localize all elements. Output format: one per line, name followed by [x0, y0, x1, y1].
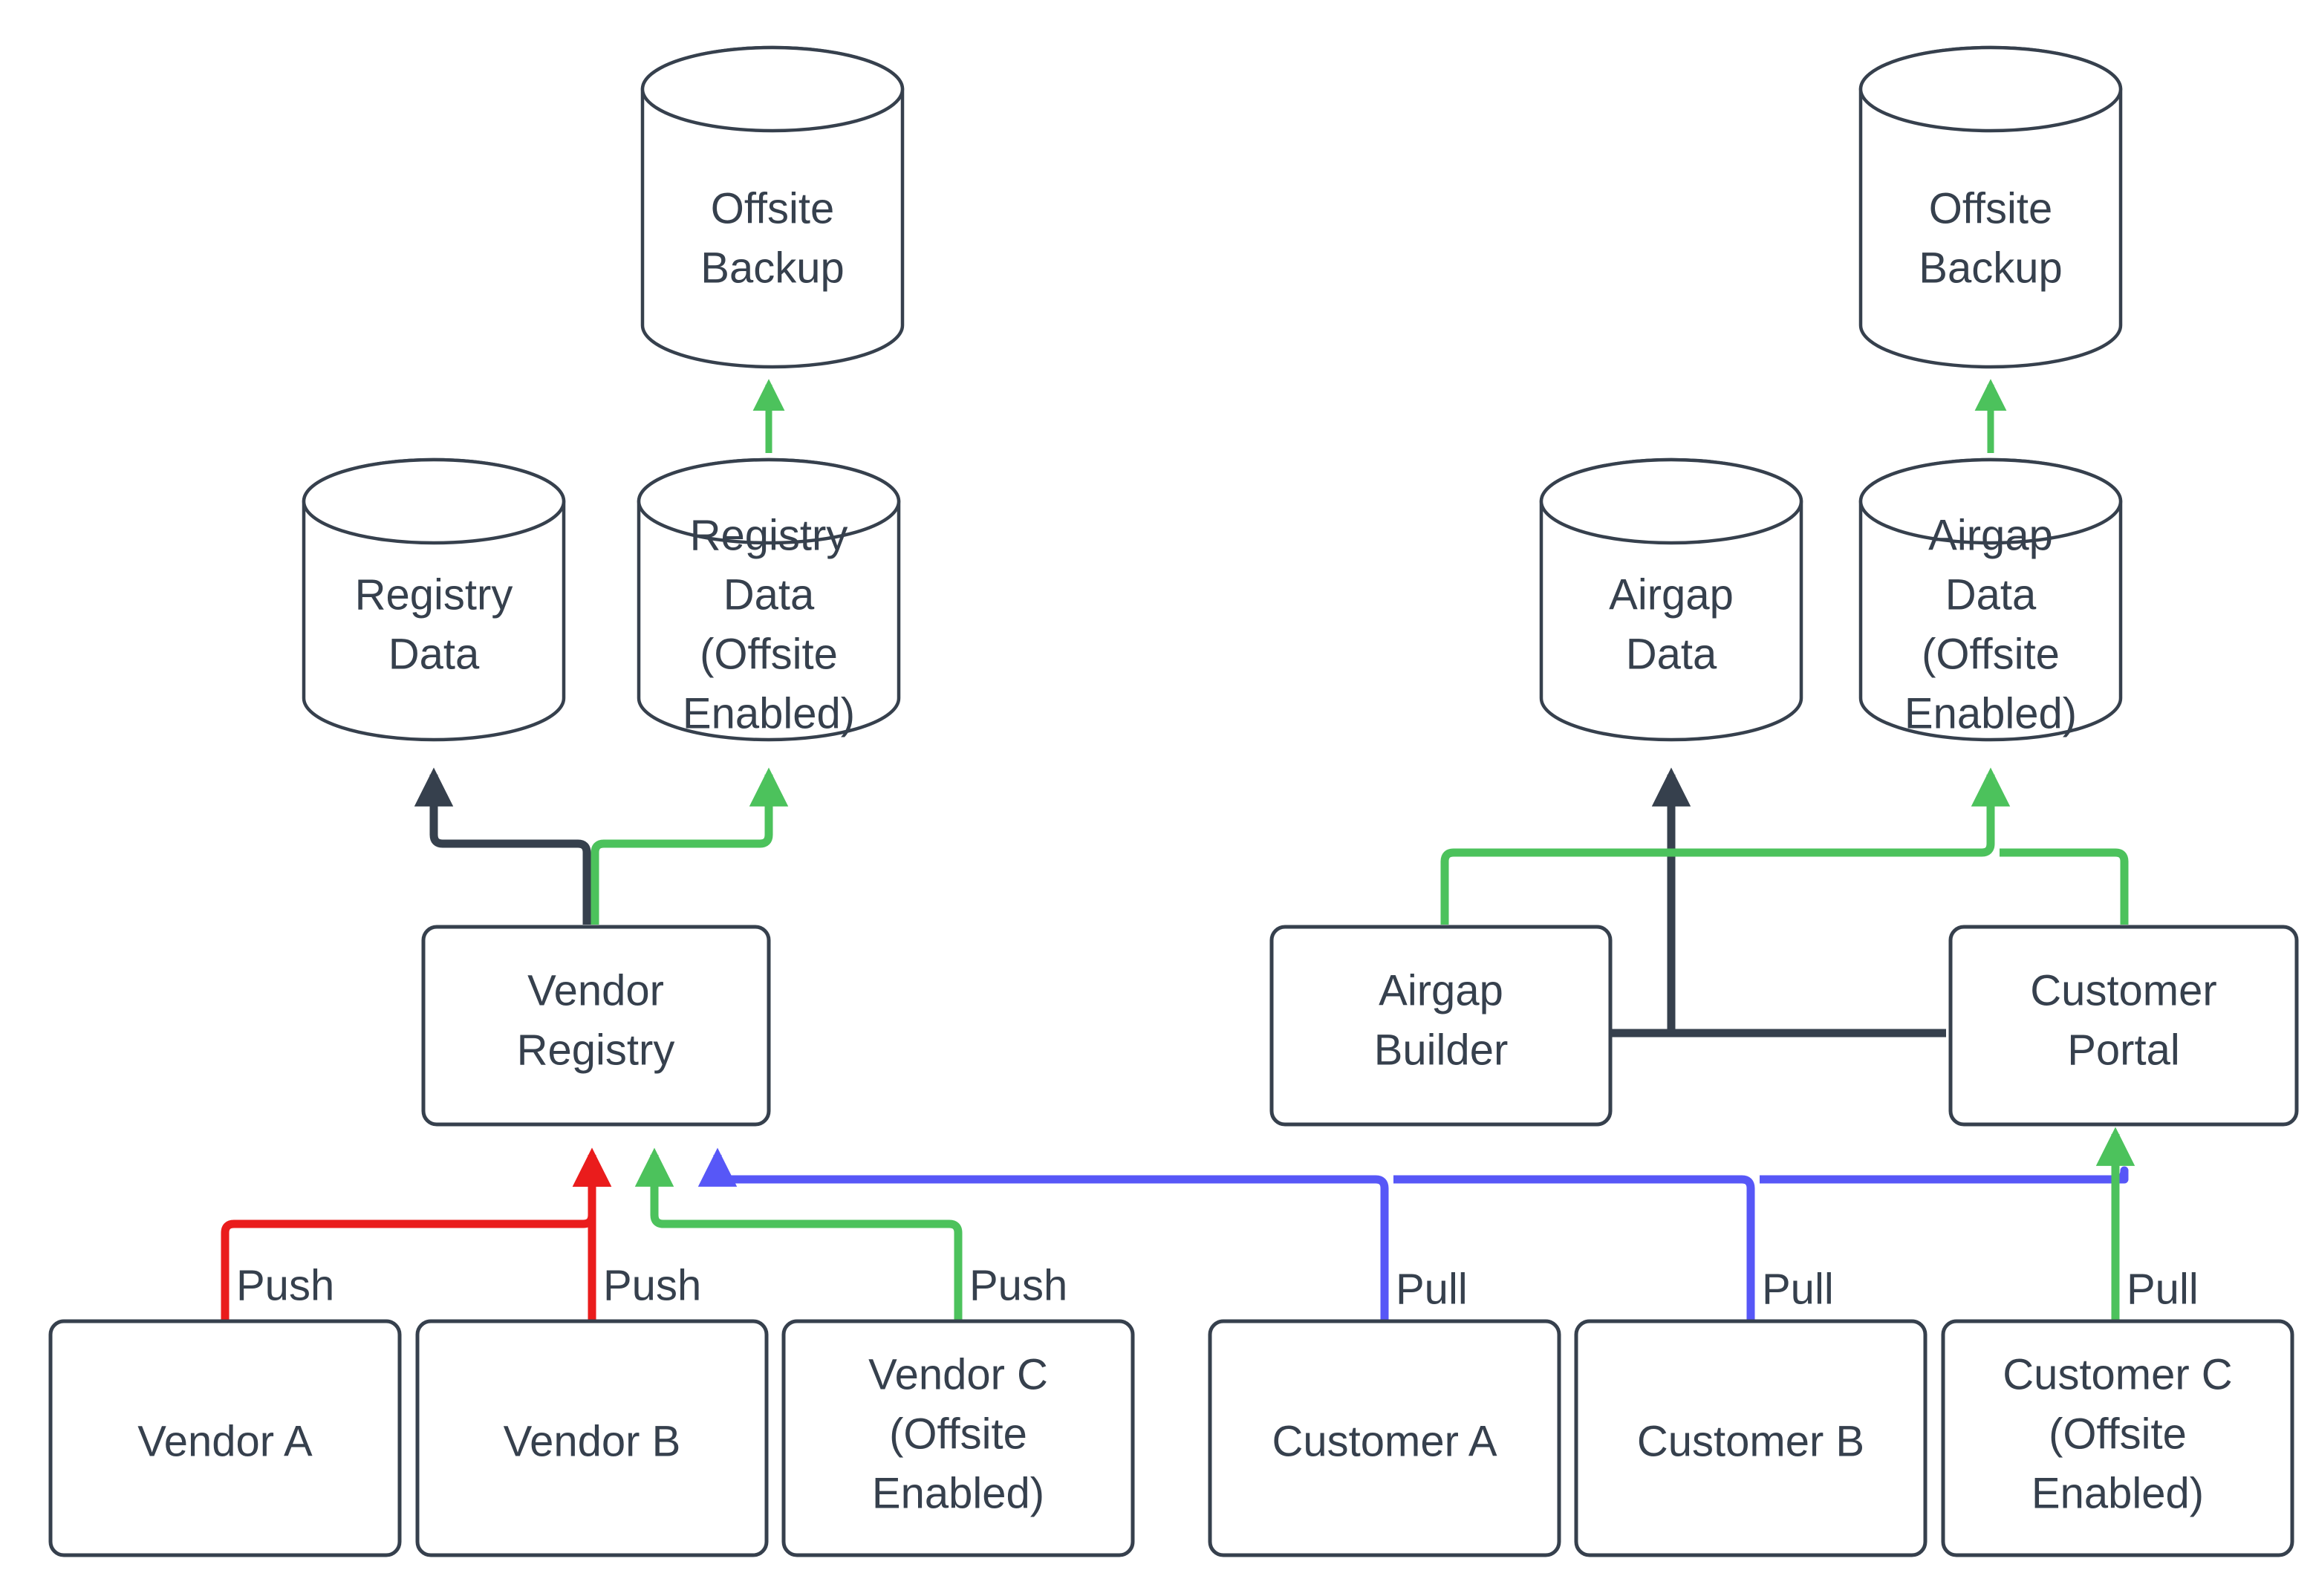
registry-data-label-line1: Registry [355, 570, 513, 619]
node-airgap-data[interactable]: Airgap Data [1539, 457, 1803, 742]
customer-portal-label-line1: Customer [2030, 966, 2216, 1014]
airgap-builder-label-line2: Builder [1374, 1026, 1509, 1074]
edge-vendor-c-push [634, 1147, 963, 1320]
node-offsite-backup-right[interactable]: Offsite Backup [1858, 45, 2123, 369]
node-customer-portal[interactable]: Customer Portal [1948, 925, 2299, 1127]
airgap-data-label-line2: Data [1626, 630, 1717, 678]
edge-label-push-vendor-c: Push [969, 1261, 1067, 1309]
vendor-a-label: Vendor A [137, 1417, 313, 1465]
customer-b-label: Customer B [1637, 1417, 1864, 1465]
edge-label-push-vendor-a: Push [236, 1261, 334, 1309]
node-vendor-c[interactable]: Vendor C (Offsite Enabled) [781, 1319, 1135, 1557]
node-airgap-builder[interactable]: Airgap Builder [1269, 925, 1613, 1127]
vendor-registry-label-line1: Vendor [527, 966, 664, 1014]
node-vendor-a[interactable]: Vendor A [48, 1319, 402, 1557]
edge-customer-a-pull [697, 1147, 1389, 1320]
customer-c-label-line3: Enabled) [2031, 1469, 2204, 1517]
vendor-c-label-line1: Vendor C [868, 1350, 1048, 1398]
customer-c-label-line1: Customer C [2003, 1350, 2232, 1398]
vendor-registry-label-line2: Registry [517, 1026, 675, 1074]
edge-airgap-builder-to-airgap-offsite [1440, 767, 2011, 925]
offsite-backup-left-label-line1: Offsite [711, 184, 835, 232]
airgap-data-offsite-label-line2: Data [1945, 570, 2037, 619]
node-vendor-b[interactable]: Vendor B [415, 1319, 769, 1557]
offsite-backup-right-label-line2: Backup [1919, 244, 2062, 292]
edge-label-push-vendor-b: Push [603, 1261, 701, 1309]
node-customer-b[interactable]: Customer B [1574, 1319, 1928, 1557]
edge-blue-right-return [1760, 1175, 2120, 1188]
vendor-b-label: Vendor B [504, 1417, 681, 1465]
offsite-backup-right-label-line1: Offsite [1929, 184, 2053, 232]
edge-customer-b-pull [1393, 1175, 1755, 1320]
registry-data-offsite-label-line3: (Offsite [700, 630, 838, 678]
edge-label-pull-customer-a: Pull [1396, 1265, 1468, 1313]
registry-data-offsite-label-line1: Registry [690, 511, 848, 559]
vendor-c-label-line2: (Offsite [889, 1410, 1027, 1458]
airgap-data-offsite-label-line1: Airgap [1928, 511, 2053, 559]
node-vendor-registry[interactable]: Vendor Registry [421, 925, 771, 1127]
airgap-builder-label-line1: Airgap [1379, 966, 1503, 1014]
node-customer-a[interactable]: Customer A [1208, 1319, 1561, 1557]
vendor-c-label-line3: Enabled) [872, 1469, 1044, 1517]
customer-a-label: Customer A [1272, 1417, 1497, 1465]
node-registry-data[interactable]: Registry Data [302, 457, 566, 742]
node-registry-data-offsite-enabled[interactable]: Registry Data (Offsite Enabled) [637, 457, 901, 742]
edge-label-pull-customer-c: Pull [2127, 1265, 2199, 1313]
edge-customer-portal-to-airgap-offsite [2000, 848, 2129, 925]
edge-label-pull-customer-b: Pull [1762, 1265, 1834, 1313]
node-customer-c[interactable]: Customer C (Offsite Enabled) [1941, 1319, 2294, 1557]
registry-data-label-line2: Data [388, 630, 480, 678]
registry-data-offsite-label-line2: Data [723, 570, 815, 619]
registry-data-offsite-label-line4: Enabled) [683, 689, 855, 737]
airgap-data-label-line1: Airgap [1609, 570, 1734, 619]
edge-vendor-registry-to-registry-data-offsite [591, 767, 789, 925]
airgap-data-offsite-label-line3: (Offsite [1922, 630, 2060, 678]
airgap-data-offsite-label-line4: Enabled) [1904, 689, 2077, 737]
offsite-backup-left-label-line2: Backup [700, 244, 844, 292]
node-airgap-data-offsite-enabled[interactable]: Airgap Data (Offsite Enabled) [1858, 457, 2123, 742]
node-offsite-backup-left[interactable]: Offsite Backup [640, 45, 905, 369]
edge-vendor-registry-to-registry-data [414, 767, 591, 925]
customer-c-label-line2: (Offsite [2049, 1410, 2187, 1458]
customer-portal-label-line2: Portal [2067, 1026, 2180, 1074]
